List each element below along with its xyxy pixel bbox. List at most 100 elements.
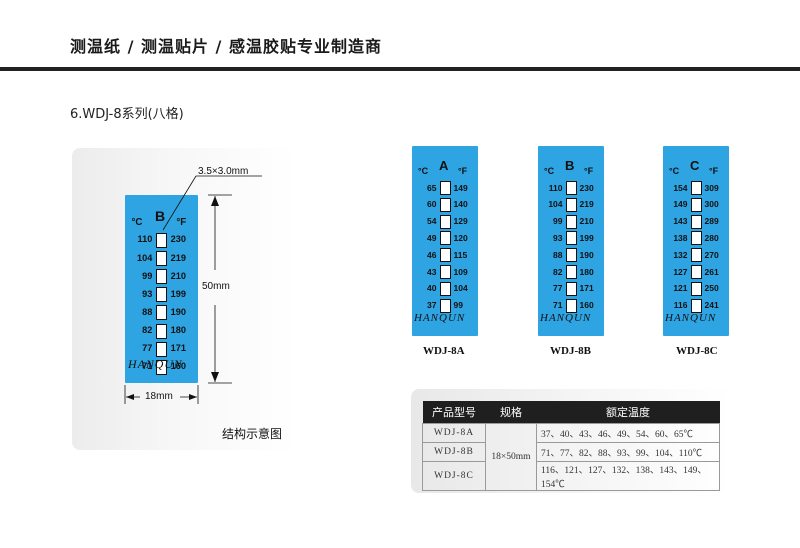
strip-c-celsius-value: 138 [673, 232, 688, 243]
strip-c-fahrenheit-value: 309 [704, 182, 719, 193]
diagram-strip-celsius-value: 93 [142, 288, 153, 299]
diagram-strip-celsius-value: 82 [142, 325, 153, 336]
strip-c-fahrenheit-symbol: °F [709, 166, 719, 176]
strip-b-celsius-symbol: °C [544, 166, 555, 176]
strip-b-fahrenheit-value: 171 [579, 283, 594, 294]
diagram-strip-celsius-value: 110 [137, 234, 153, 245]
row-model: WDJ-8B [422, 442, 486, 462]
series-title: 6.WDJ-8系列(八格) [70, 107, 184, 122]
strip-b-cell [565, 298, 577, 313]
strip-b-fahrenheit-value: 219 [579, 199, 594, 210]
diagram-strip-celsius-value: 77 [142, 343, 153, 354]
page-header-title: 测温纸 / 测温贴片 / 感温胶贴专业制造商 [70, 37, 382, 56]
strip-a-cell [439, 281, 451, 296]
strip-a-letter: A [439, 158, 449, 173]
width-label: 18mm [145, 391, 173, 402]
model-caption-c: WDJ-8C [676, 345, 718, 357]
row-temps: 71、77、82、88、93、99、104、110℃ [536, 442, 720, 462]
strip-a-celsius-value: 54 [427, 216, 437, 227]
strip-b-celsius-value: 71 [553, 300, 563, 311]
strip-b-cell [565, 248, 577, 263]
diagram-strip-fahrenheit-value: 160 [170, 361, 186, 372]
cell-size-leader [162, 175, 197, 231]
strip-c-fahrenheit-value: 241 [704, 300, 719, 311]
strip-a-fahrenheit-value: 109 [453, 266, 468, 277]
strip-a-celsius-value: 65 [427, 182, 437, 193]
strip-a-cell [439, 181, 451, 195]
strip-a-fahrenheit-value: 99 [453, 300, 463, 311]
strip-c-celsius-value: 121 [673, 283, 688, 294]
diagram-strip-celsius-symbol: °C [131, 216, 143, 228]
strip-c-celsius-value: 154 [673, 182, 688, 193]
strip-b-fahrenheit-value: 230 [579, 182, 594, 193]
strip-b-fahrenheit-value: 180 [579, 266, 594, 277]
height-label: 50mm [202, 281, 230, 292]
diagram-strip-cell [155, 287, 168, 303]
strip-c-fahrenheit-value: 270 [704, 249, 719, 260]
strip-c-celsius-value: 127 [673, 266, 688, 277]
strip-c-cell [690, 214, 702, 229]
strip-b-cell [565, 265, 577, 279]
diagram-strip-fahrenheit-value: 219 [170, 252, 186, 263]
strip-b-cell [565, 231, 577, 246]
strip-a-celsius-value: 46 [427, 249, 437, 260]
cell-size-label: 3.5×3.0mm [198, 166, 249, 177]
strip-c-fahrenheit-value: 300 [704, 199, 719, 210]
strip-c-celsius-symbol: °C [669, 166, 680, 176]
spec-table: 产品型号 规格 额定温度 WDJ-8A 18×50mm 37、40、43、46、… [422, 401, 720, 491]
diagram-strip-fahrenheit-value: 171 [170, 343, 186, 354]
strip-a-celsius-symbol: °C [418, 166, 429, 176]
strip-a-celsius-value: 40 [427, 283, 437, 294]
strip-b-celsius-value: 93 [553, 232, 563, 243]
strip-b-cell [565, 181, 577, 195]
strip-b-celsius-value: 110 [548, 182, 563, 193]
strip-a-cell [439, 265, 451, 279]
strip-c-cell [690, 197, 702, 212]
strip-b-fahrenheit-value: 199 [579, 232, 594, 243]
strip-b-brand: HANQUN [540, 312, 592, 324]
diagram-strip-fahrenheit-value: 199 [170, 288, 186, 299]
strip-a-fahrenheit-value: 104 [453, 283, 468, 294]
strip-a-fahrenheit-value: 120 [453, 232, 468, 243]
strip-a-celsius-value: 43 [427, 266, 437, 277]
diagram-strip-cell [155, 359, 168, 375]
strip-c-fahrenheit-value: 289 [704, 216, 719, 227]
strip-c-letter: C [690, 158, 700, 173]
table-row: WDJ-8C 116、121、127、132、138、143、149、154℃ [422, 461, 720, 491]
strip-a-celsius-value: 60 [427, 199, 437, 210]
strip-b-cell [565, 281, 577, 296]
model-caption-a: WDJ-8A [423, 345, 465, 357]
diagram-strip-fahrenheit-value: 180 [170, 325, 186, 336]
header-size: 规格 [485, 401, 537, 424]
strip-a-fahrenheit-symbol: °F [458, 166, 468, 176]
strip-c-celsius-value: 116 [673, 300, 688, 311]
header-divider [0, 67, 800, 71]
row-size: 18×50mm [485, 423, 537, 491]
strip-c-celsius-value: 132 [673, 249, 688, 260]
diagram-strip-cell [155, 232, 168, 248]
strip-a-cell [439, 248, 451, 263]
strip-b-fahrenheit-value: 160 [579, 300, 594, 311]
spec-table-header-row: 产品型号 规格 额定温度 [422, 401, 720, 424]
strip-a-fahrenheit-value: 115 [453, 249, 468, 260]
strip-c-cell [690, 248, 702, 263]
diagram-strip-celsius-value: 104 [137, 252, 153, 263]
strip-c-fahrenheit-value: 250 [704, 283, 719, 294]
table-row: WDJ-8B 71、77、82、88、93、99、104、110℃ [422, 442, 720, 462]
strip-b-celsius-value: 82 [553, 266, 563, 277]
diagram-strip-cell [155, 305, 168, 321]
diagram-strip-celsius-value: 71 [142, 361, 153, 372]
strip-a-celsius-value: 49 [427, 232, 437, 243]
strip-b-letter: B [565, 158, 575, 173]
diagram-strip-cell [155, 323, 168, 339]
height-arrow-down [211, 372, 219, 382]
strip-b-celsius-value: 88 [553, 249, 563, 260]
strip-a-cell [439, 214, 451, 229]
strip-c-cell [690, 265, 702, 279]
diagram-strip-celsius-value: 88 [142, 306, 153, 317]
diagram-strip-letter: B [155, 207, 166, 224]
